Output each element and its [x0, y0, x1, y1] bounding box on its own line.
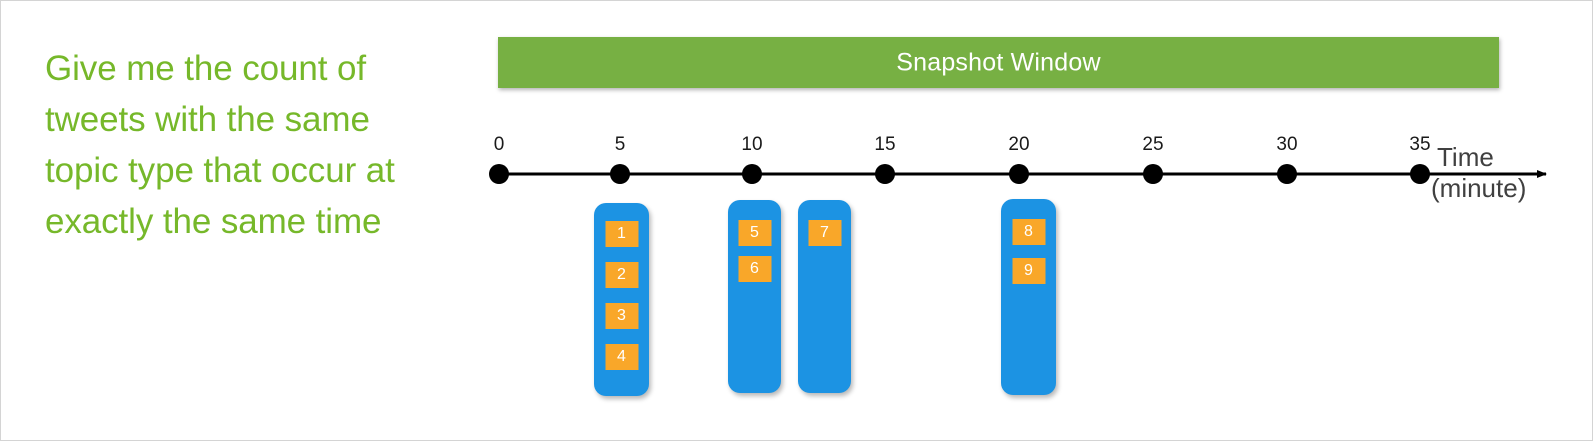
tweet-item-6: 6	[738, 256, 771, 282]
tweet-item-4: 4	[605, 344, 638, 370]
tick-dot-5	[610, 164, 630, 184]
tick-dot-30	[1277, 164, 1297, 184]
tick-label-5: 5	[614, 134, 626, 155]
tick-dot-15	[875, 164, 895, 184]
tweet-item-5: 5	[738, 220, 771, 246]
axis-title-time: Time	[1437, 142, 1494, 172]
tick-dot-25	[1143, 164, 1163, 184]
tweet-stack-at-20: 8 9	[1001, 199, 1056, 395]
tweet-item-1: 1	[605, 221, 638, 247]
tweet-item-3: 3	[605, 303, 638, 329]
tweet-item-9: 9	[1012, 258, 1045, 284]
tick-label-0: 0	[493, 134, 505, 155]
snapshot-window-label: Snapshot Window	[896, 48, 1101, 76]
tweet-item-8: 8	[1012, 219, 1045, 245]
tick-dot-0	[489, 164, 509, 184]
tweet-stack-at-10-a: 5 6	[728, 200, 781, 393]
tweet-stack-at-5: 1 2 3 4	[594, 203, 649, 396]
axis-title-unit: (minute)	[1431, 173, 1527, 203]
snapshot-window-banner: Snapshot Window	[498, 37, 1499, 88]
tick-label-35: 35	[1409, 134, 1431, 155]
tweet-item-7: 7	[808, 220, 841, 246]
tick-label-25: 25	[1142, 134, 1164, 155]
tick-dot-20	[1009, 164, 1029, 184]
tick-label-20: 20	[1008, 134, 1030, 155]
tick-label-30: 30	[1276, 134, 1298, 155]
tweet-stack-at-10-b: 7	[798, 200, 851, 393]
tick-dot-35	[1410, 164, 1430, 184]
tick-label-15: 15	[874, 134, 896, 155]
tweet-item-2: 2	[605, 262, 638, 288]
question-text: Give me the count of tweets with the sam…	[45, 49, 405, 241]
tick-label-10: 10	[741, 134, 763, 155]
tick-dot-10	[742, 164, 762, 184]
